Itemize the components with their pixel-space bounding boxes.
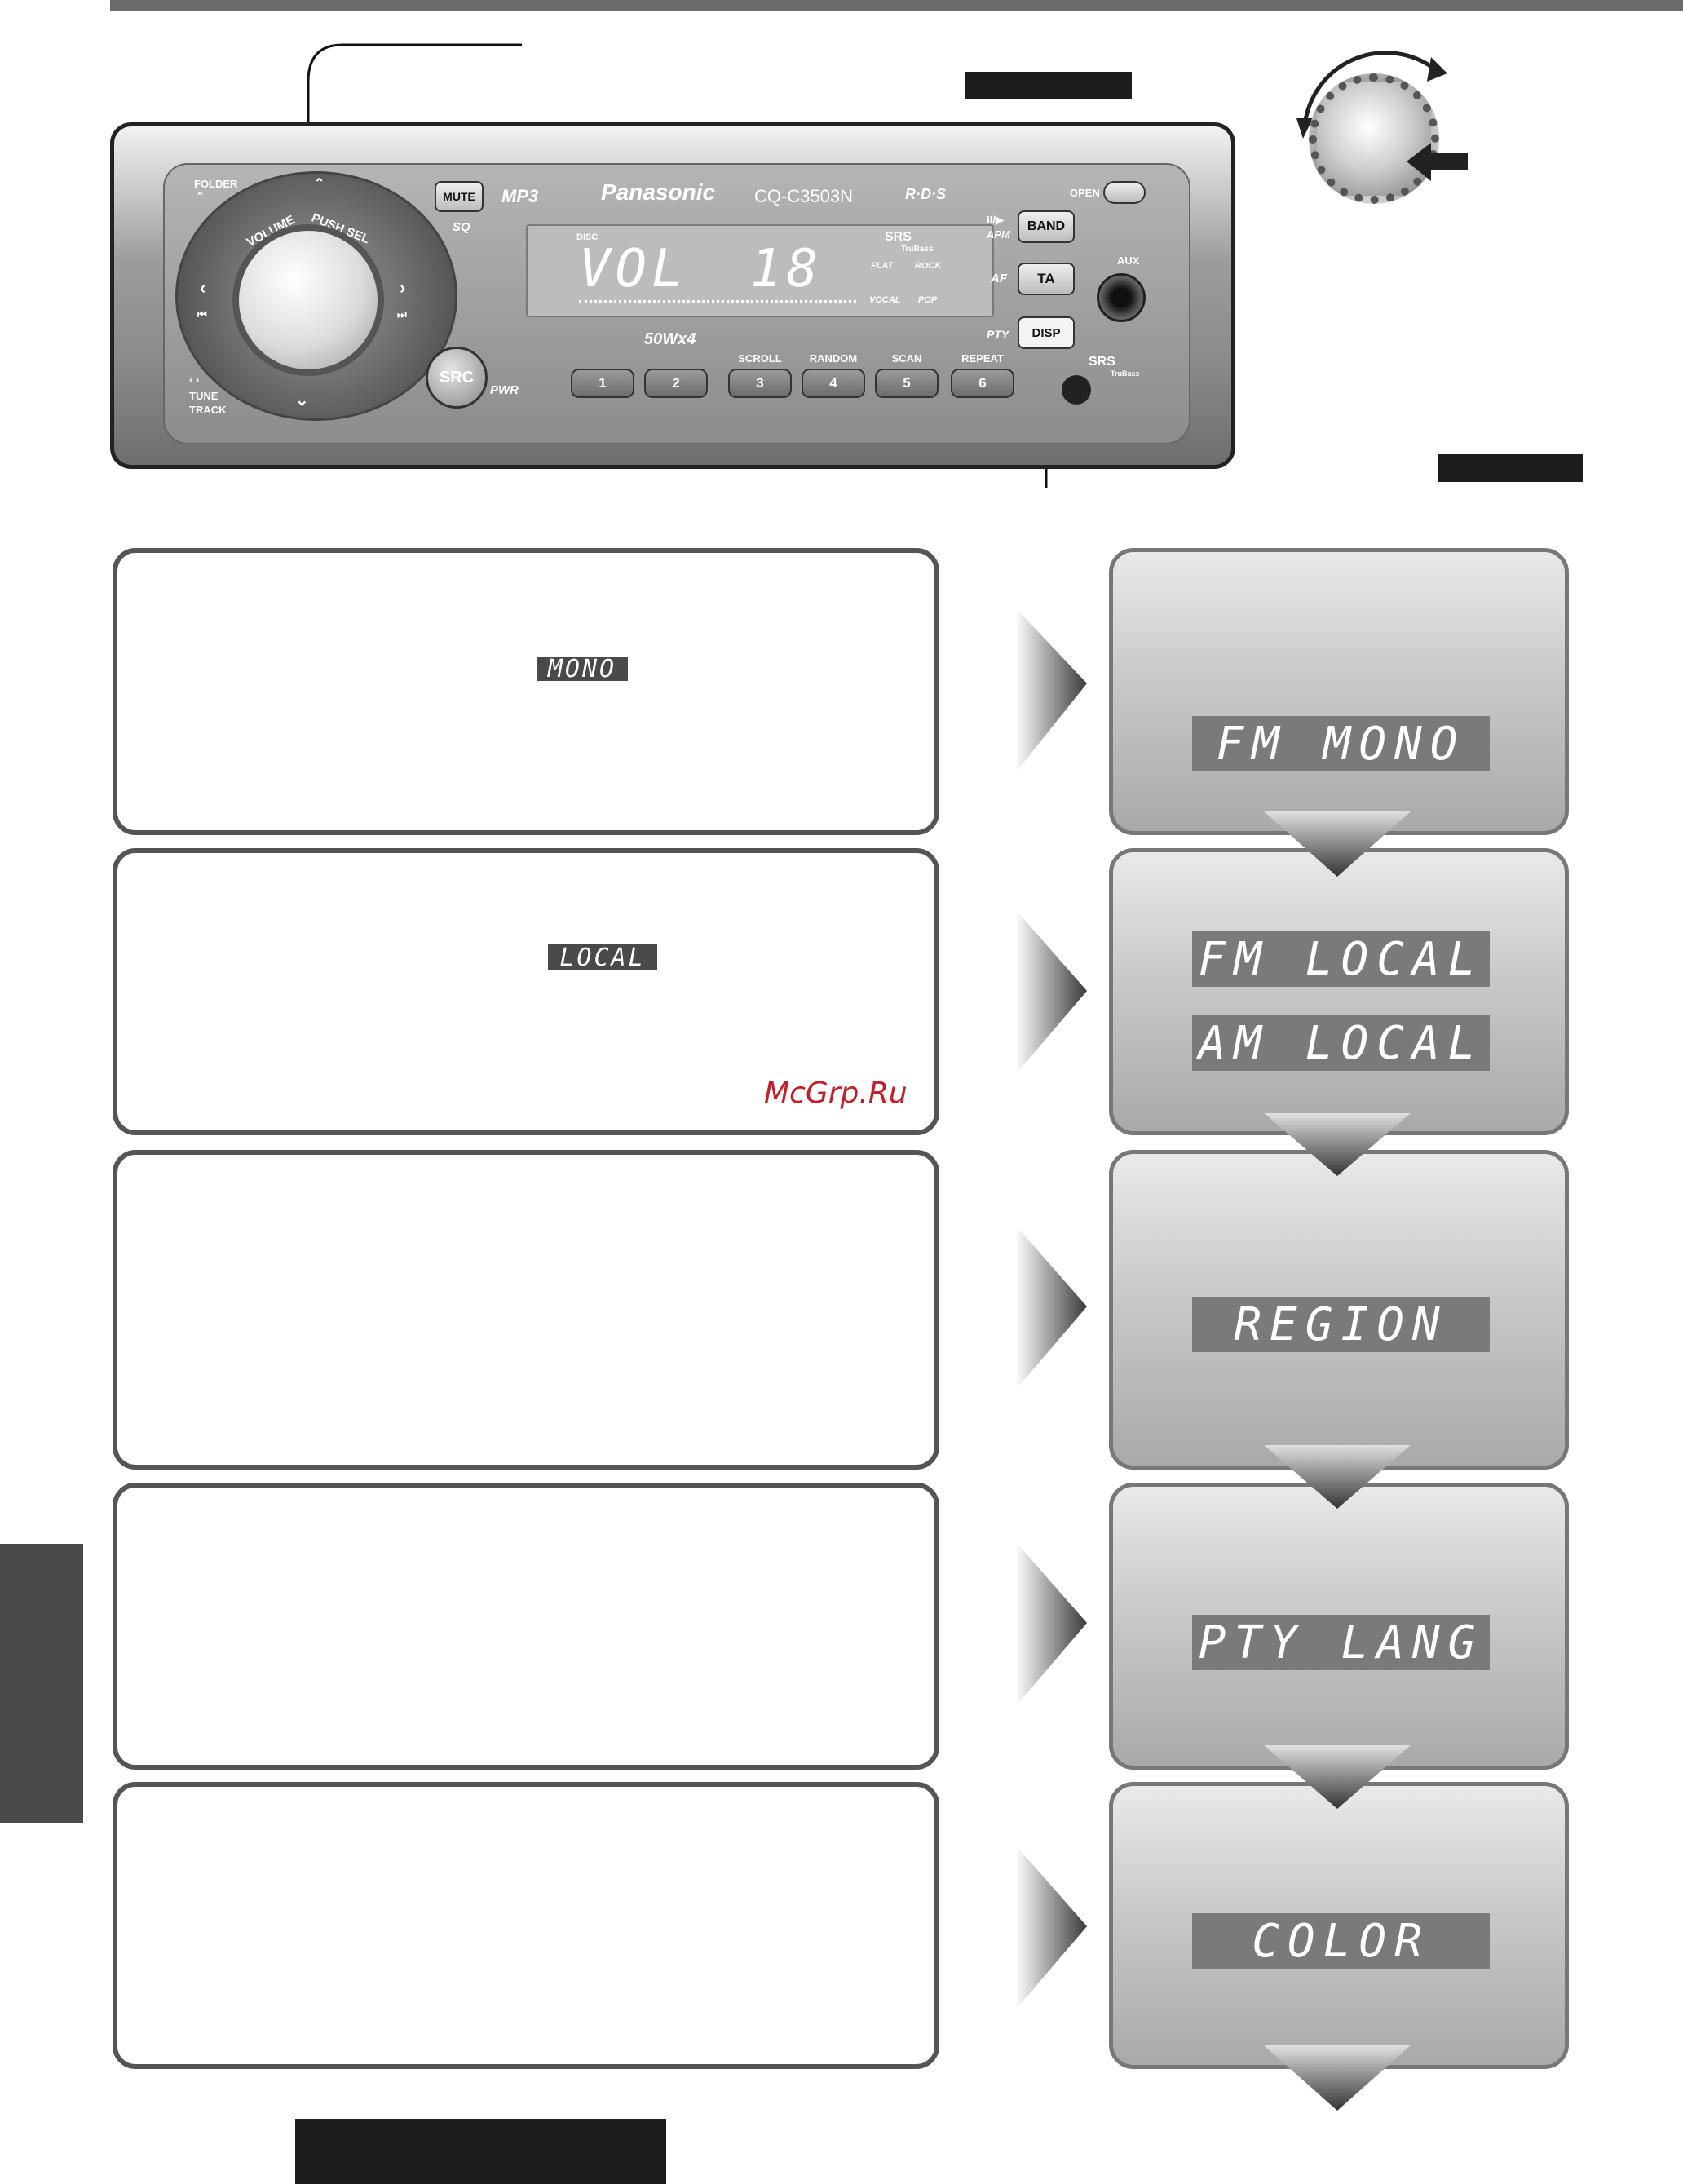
mute-button[interactable]: MUTE [435,181,484,212]
step-box-5 [113,1782,939,2069]
apm-label: APM [987,228,1010,241]
lcd-disc-indicator: DISC [576,232,599,242]
rotate-arrows-icon [1296,51,1447,139]
lcd-srs: SRS [885,230,912,244]
preset-button-2[interactable]: 2 [644,369,708,398]
lcd-pop: POP [918,295,938,305]
lcd-value: 18 [750,239,824,299]
step-box-3 [113,1150,939,1470]
model-label: CQ-C3503N [754,186,854,206]
chevron-left-icon[interactable]: ‹ [200,277,206,298]
lcd-rock: ROCK [915,261,942,271]
screen-fm-mono: FM MONO [1192,716,1490,771]
mono-badge: MONO [537,655,628,683]
preset-button-6[interactable]: 6 [951,369,1014,398]
watermark: McGrp.Ru [764,1077,908,1110]
next-track-icon: ⏭ [397,308,407,321]
top-rule [110,0,1683,11]
play-pause-icon: II/▶ [987,214,1004,226]
lcd-main-text: VOL [579,239,688,299]
chevron-right-icon[interactable]: › [400,277,406,298]
disp-button[interactable]: DISP [1018,316,1075,349]
chevron-up-icon[interactable]: ⌃ [314,177,325,191]
preset-3-label: SCROLL [738,352,782,365]
screen-pty-lang: PTY LANG [1192,1615,1490,1670]
step-arrows [1015,608,1087,2010]
preset-button-5[interactable]: 5 [875,369,939,398]
side-tab [0,1544,83,1823]
remote-sensor [1062,375,1091,405]
aux-input-jack[interactable] [1097,273,1146,322]
lcd-trubass: TruBass [901,245,934,254]
section-black-bar [1438,454,1583,482]
step-box-2 [113,848,939,1135]
preset-button-3[interactable]: 3 [728,369,792,398]
tune-arrows-icon: ‹ › [189,374,200,386]
rotary-knob-illustration [1309,73,1439,204]
lcd-flat: FLAT [871,261,894,271]
srs-logo: SRS [1089,355,1115,369]
folder-up-icon: ⌃ [196,190,205,202]
footer-black-bar [295,2119,666,2184]
track-label: TRACK [189,404,227,416]
preset-6-label: REPEAT [961,352,1004,365]
power-rating-label: 50Wx4 [644,330,696,348]
down-arrows [1264,811,1411,2111]
band-button[interactable]: BAND [1018,210,1075,243]
screen-region: REGION [1192,1297,1490,1352]
volume-dial[interactable] [232,224,384,376]
press-arrow-icon [1407,143,1468,181]
pty-label: PTY [987,328,1009,341]
src-button[interactable]: SRC [426,347,488,409]
aux-label: AUX [1117,254,1140,267]
open-button[interactable] [1103,181,1146,204]
mp3-logo: MP3 [501,186,539,206]
trubass-logo: TruBass [1111,369,1140,378]
tune-label: TUNE [189,390,219,402]
step-box-4 [113,1483,939,1770]
pwr-label: PWR [490,383,519,397]
screen-am-local: AM LOCAL [1192,1015,1490,1071]
screen-color: COLOR [1192,1913,1490,1969]
prev-track-icon: ⏮ [197,308,207,321]
af-label: AF [991,272,1007,285]
preset-button-1[interactable]: 1 [571,369,634,398]
rds-logo: R·D·S [905,186,946,202]
ta-button[interactable]: TA [1018,263,1075,295]
lcd-vocal: VOCAL [869,295,901,305]
brand-logo: Panasonic [601,179,716,205]
open-label: OPEN [1070,187,1100,199]
screen-fm-local: FM LOCAL [1192,931,1490,987]
header-black-bar [965,72,1132,99]
preset-5-label: SCAN [891,352,922,365]
step-box-1 [113,548,939,835]
folder-label: FOLDER [194,178,238,190]
display-panel-2 [1109,848,1569,1135]
preset-button-4[interactable]: 4 [802,369,865,398]
chevron-down-icon[interactable]: ⌄ [295,391,309,409]
sq-label: SQ [453,220,470,234]
lcd-level-meter [579,300,856,309]
preset-4-label: RANDOM [809,352,858,365]
local-badge: LOCAL [548,944,657,972]
